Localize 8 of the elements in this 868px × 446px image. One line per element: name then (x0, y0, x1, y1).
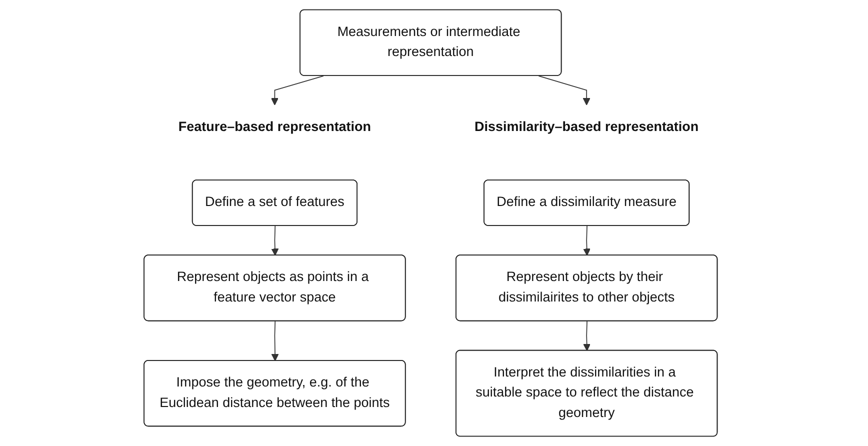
node-text: Feature–based representation (178, 120, 372, 134)
arrow (583, 226, 591, 256)
arrow (538, 75, 590, 106)
node-text: Dissimilarity–based representation (474, 120, 699, 134)
arrow (271, 75, 324, 106)
arrow (271, 226, 279, 256)
arrow (583, 320, 591, 352)
arrow (271, 320, 279, 362)
